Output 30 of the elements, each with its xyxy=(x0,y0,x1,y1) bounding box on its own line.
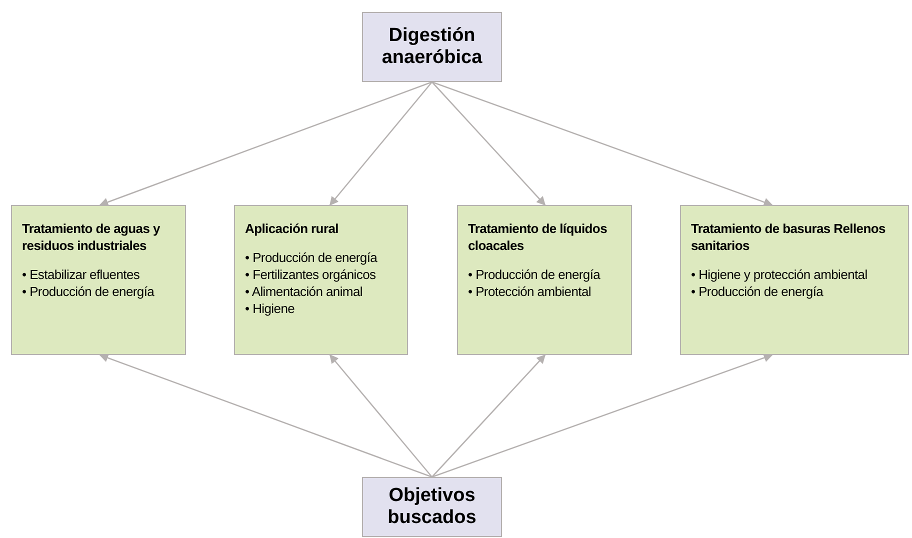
arrow xyxy=(432,354,773,478)
bullet-item: • Estabilizar efluentes xyxy=(22,266,141,283)
bullet-item: • Producción de energía xyxy=(691,283,824,300)
bullet-item: • Producción de energía xyxy=(468,266,602,283)
box-heading: Tratamiento de basuras Rellenos sanitarios xyxy=(691,220,886,254)
box-heading: Tratamiento de líquidos cloacales xyxy=(468,220,608,254)
bullet-item: • Higiene xyxy=(245,300,296,317)
bullet-item: • Higiene y protección ambiental xyxy=(691,266,868,283)
arrow xyxy=(99,354,432,478)
category-box xyxy=(11,205,186,355)
category-box xyxy=(680,205,909,355)
arrow xyxy=(329,82,432,206)
arrow xyxy=(432,354,546,478)
bullet-item: • Producción de energía xyxy=(245,249,378,266)
bullet-item: • Producción de energía xyxy=(22,283,156,300)
box-heading: Aplicación rural xyxy=(245,220,340,237)
box-title: Objetivos buscados xyxy=(386,485,478,529)
arrow xyxy=(432,82,546,206)
box-title: Digestión anaeróbica xyxy=(380,25,484,69)
bullet-item: • Alimentación animal xyxy=(245,283,364,300)
bullet-item: • Fertilizantes orgánicos xyxy=(245,266,377,283)
category-box xyxy=(234,205,408,355)
arrow xyxy=(329,354,432,478)
arrow xyxy=(99,81,432,206)
bullet-item: • Protección ambiental xyxy=(468,283,592,300)
process-box xyxy=(362,12,502,82)
arrow xyxy=(432,81,773,206)
category-box xyxy=(457,205,632,355)
box-heading: Tratamiento de aguas y residuos industriales xyxy=(22,220,161,254)
process-box xyxy=(362,477,502,537)
